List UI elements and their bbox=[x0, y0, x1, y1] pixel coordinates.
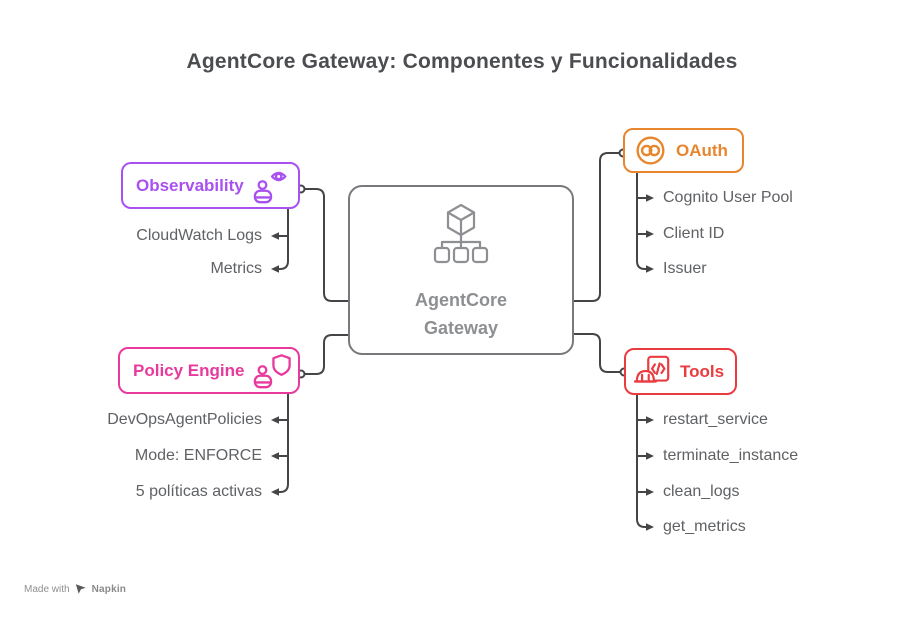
leaf-terminate-instance: terminate_instance bbox=[663, 447, 799, 464]
observability-label: Observability bbox=[136, 175, 244, 195]
branch-node-policy-engine: Policy Engine bbox=[118, 347, 300, 394]
edge-observability-center bbox=[303, 188, 349, 302]
leaf-devops-agent-policies: DevOpsAgentPolicies bbox=[107, 411, 262, 428]
policy-engine-label: Policy Engine bbox=[133, 360, 245, 380]
branch-node-observability: Observability bbox=[121, 162, 300, 209]
center-label-line2: Gateway bbox=[423, 318, 499, 338]
arrowhead-devops-policies bbox=[271, 416, 279, 424]
edge-policy-children bbox=[276, 393, 289, 493]
arrowhead-get-metrics bbox=[646, 523, 654, 531]
edge-oauth-children bbox=[636, 172, 649, 270]
napkin-pen-icon bbox=[75, 584, 86, 594]
leaf-cognito-user-pool: Cognito User Pool bbox=[663, 189, 793, 206]
edge-center-policy-engine bbox=[303, 334, 349, 375]
leaf-metrics: Metrics bbox=[210, 260, 262, 277]
leaf-politicas-activas: 5 políticas activas bbox=[135, 483, 262, 500]
arrowhead-mode-enforce bbox=[271, 452, 279, 460]
edge-tools-children bbox=[636, 394, 649, 528]
code-helmet-icon bbox=[634, 355, 670, 383]
arrowhead-restart-service bbox=[646, 416, 654, 424]
arrowhead-metrics bbox=[271, 265, 279, 273]
branch-node-tools: Tools bbox=[624, 348, 737, 395]
leaf-clean-logs: clean_logs bbox=[663, 483, 740, 500]
page-title: AgentCore Gateway: Componentes y Funcion… bbox=[186, 50, 738, 73]
leaf-restart-service: restart_service bbox=[663, 411, 768, 428]
made-with-text: Made with bbox=[24, 583, 70, 595]
arrowhead-cognito-user-pool bbox=[646, 194, 654, 202]
center-node-agentcore-gateway: AgentCore Gateway bbox=[348, 185, 574, 355]
branch-node-oauth: OAuth bbox=[623, 128, 744, 173]
leaf-mode-enforce: Mode: ENFORCE bbox=[134, 447, 262, 464]
edge-center-tools bbox=[573, 333, 621, 373]
center-label-line1: AgentCore bbox=[414, 290, 507, 310]
arrowhead-clean-logs bbox=[646, 488, 654, 496]
arrowhead-client-id bbox=[646, 230, 654, 238]
arrowhead-issuer bbox=[646, 265, 654, 273]
leaf-cloudwatch-logs: CloudWatch Logs bbox=[136, 227, 262, 244]
napkin-brand-text: Napkin bbox=[91, 583, 127, 595]
robot-shield-icon bbox=[253, 353, 291, 388]
made-with-napkin-credit: Made with Napkin bbox=[24, 583, 126, 595]
arrowhead-terminate-instance bbox=[646, 452, 654, 460]
leaf-issuer: Issuer bbox=[663, 260, 707, 277]
arrowhead-politicas-activas bbox=[271, 488, 279, 496]
oauth-rings-icon bbox=[636, 136, 665, 165]
leaf-get-metrics: get_metrics bbox=[663, 518, 746, 535]
robot-eye-icon bbox=[253, 171, 287, 203]
edge-center-oauth bbox=[573, 152, 620, 302]
tools-label: Tools bbox=[680, 361, 725, 381]
arrowhead-cloudwatch-logs bbox=[271, 232, 279, 240]
center-node-label: AgentCore Gateway bbox=[415, 286, 507, 342]
gateway-hub-icon bbox=[433, 203, 489, 264]
leaf-client-id: Client ID bbox=[663, 225, 725, 242]
oauth-label: OAuth bbox=[676, 140, 728, 160]
